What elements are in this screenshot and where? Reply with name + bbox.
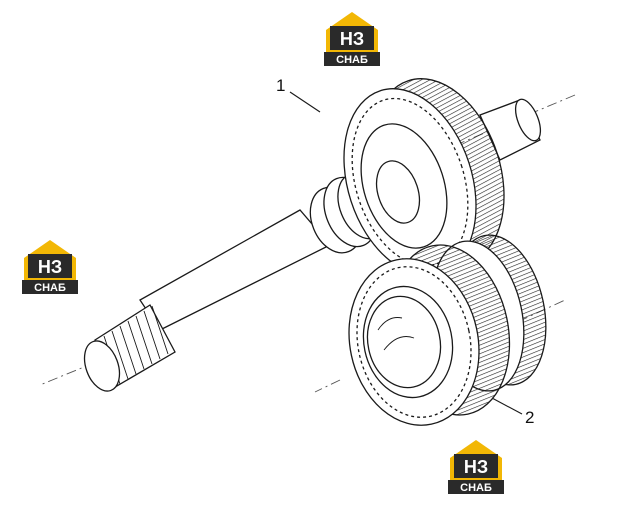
- watermark-logo: НЗ СНАБ: [444, 436, 508, 494]
- logo-main-text: НЗ: [464, 457, 488, 477]
- leader-line-2: [491, 397, 523, 415]
- gear-2: [348, 234, 547, 426]
- watermark-logo: НЗ СНАБ: [320, 8, 384, 66]
- logo-sub-text: СНАБ: [336, 54, 368, 66]
- logo-main-text: НЗ: [38, 257, 62, 277]
- callout-label-2: 2: [525, 408, 535, 427]
- logo-sub-text: СНАБ: [460, 482, 492, 494]
- callout-label-1: 1: [276, 76, 286, 95]
- leader-lines: [289, 91, 523, 415]
- watermark-logo: НЗ СНАБ: [18, 236, 82, 294]
- logo-main-text: НЗ: [340, 29, 364, 49]
- logo-sub-text: СНАБ: [34, 282, 66, 294]
- gear-1: [343, 78, 505, 276]
- leader-line-1: [289, 91, 321, 113]
